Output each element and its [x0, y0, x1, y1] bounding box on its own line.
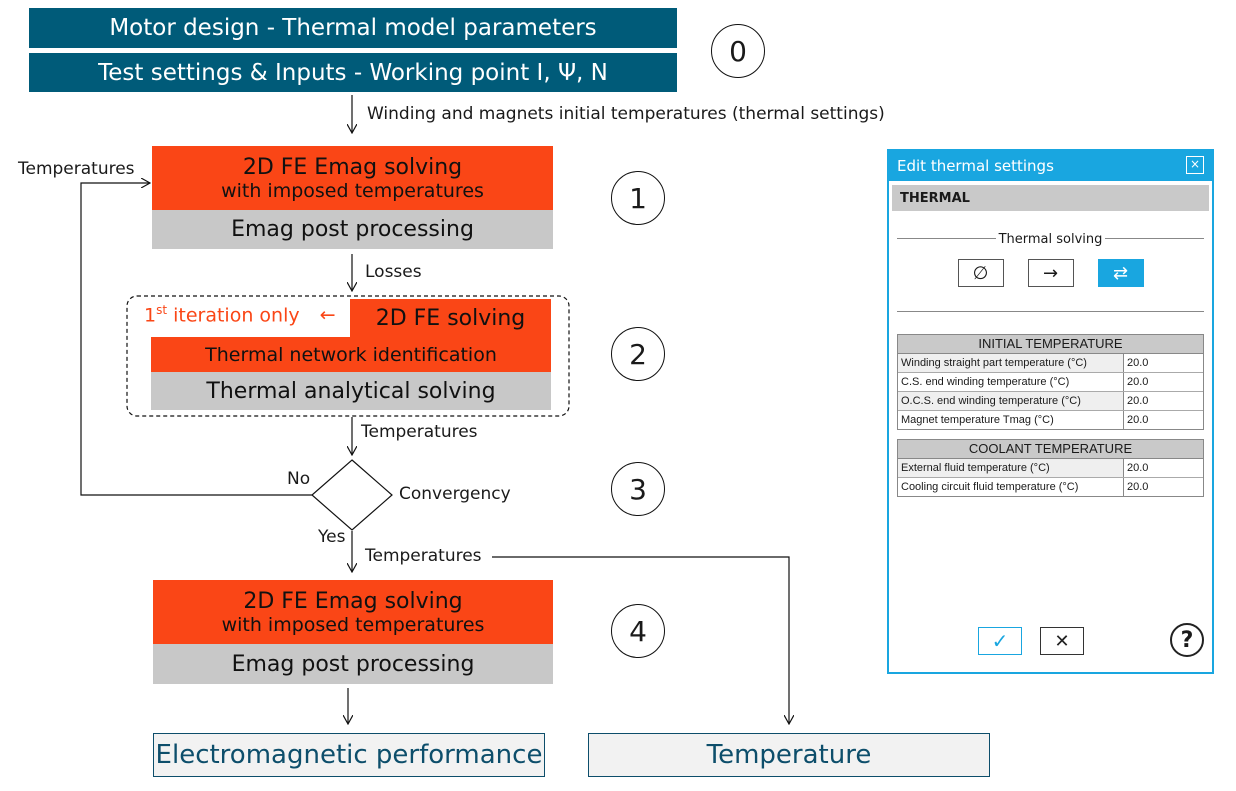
step-2-marker: 2 [611, 327, 665, 381]
table-row: Magnet temperature Tmag (°C)20.0 [898, 411, 1203, 429]
init-temperatures-label: Winding and magnets initial temperatures… [367, 104, 885, 124]
initial-temperature-rows: Winding straight part temperature (°C)20… [898, 354, 1203, 429]
help-icon: ? [1180, 627, 1194, 653]
losses-label: Losses [365, 262, 422, 282]
step-4-number: 4 [629, 614, 647, 648]
row-label: O.C.S. end winding temperature (°C) [898, 392, 1124, 410]
step1-emag-solving-box: 2D FE Emag solving with imposed temperat… [152, 146, 553, 210]
step-0-number: 0 [729, 34, 747, 68]
table-row: External fluid temperature (°C)20.0 [898, 459, 1203, 478]
loop-temperatures-label: Temperatures [18, 159, 135, 179]
step-1-number: 1 [629, 181, 647, 215]
none-icon: ∅ [972, 262, 989, 284]
help-button[interactable]: ? [1170, 623, 1204, 657]
thermal-section-label: THERMAL [900, 190, 970, 206]
edit-thermal-settings-dialog: Edit thermal settings × THERMAL Thermal … [887, 149, 1214, 674]
check-icon: ✓ [991, 629, 1009, 653]
arrow-to-temperature [492, 556, 789, 724]
initial-temperature-header: INITIAL TEMPERATURE [898, 335, 1203, 354]
model-parameters-title: Motor design - Thermal model parameters [109, 15, 597, 41]
table-row: Cooling circuit fluid temperature (°C)20… [898, 478, 1203, 496]
first-iteration-sup: st [156, 303, 168, 317]
mode-none-button[interactable]: ∅ [957, 259, 1004, 287]
step1-solve-line2: with imposed temperatures [221, 179, 484, 202]
decision-diamond [311, 459, 393, 531]
arrow-loop [80, 183, 312, 496]
row-label: C.S. end winding temperature (°C) [898, 373, 1124, 391]
one-way-arrow-icon: → [1042, 262, 1059, 284]
coolant-temperature-table: COOLANT TEMPERATURE External fluid tempe… [897, 439, 1204, 497]
two-way-arrow-icon: ⇄ [1112, 262, 1129, 284]
close-x-icon: ✕ [1054, 630, 1070, 652]
first-iteration-note: 1st iteration only ← [144, 303, 336, 326]
cancel-button[interactable]: ✕ [1040, 627, 1084, 655]
thermal-analytical-label: Thermal analytical solving [206, 378, 496, 404]
temperatures-label-3: Temperatures [365, 546, 482, 566]
decision-yes-label: Yes [318, 527, 346, 547]
row-value-input[interactable]: 20.0 [1124, 354, 1203, 372]
row-label: External fluid temperature (°C) [898, 459, 1124, 477]
test-settings-bar: Test settings & Inputs - Working point I… [29, 53, 677, 92]
output-temp-label: Temperature [706, 740, 872, 770]
step2-dashed-frame [126, 295, 570, 417]
thermal-solving-label-wrap: Thermal solving [889, 228, 1212, 247]
step4-solve-line2: with imposed temperatures [221, 613, 485, 636]
thermal-mode-buttons: ∅ → ⇄ [889, 259, 1212, 287]
step4-emag-solving-box: 2D FE Emag solving with imposed temperat… [153, 580, 553, 644]
row-value-input[interactable]: 20.0 [1124, 373, 1203, 391]
dialog-title: Edit thermal settings [897, 157, 1054, 175]
step-4-marker: 4 [611, 604, 665, 658]
row-label: Winding straight part temperature (°C) [898, 354, 1124, 372]
step-1-marker: 1 [611, 171, 665, 225]
convergency-label: Convergency [399, 484, 511, 504]
coolant-temperature-header: COOLANT TEMPERATURE [898, 440, 1203, 459]
output-electromagnetic-performance: Electromagnetic performance [153, 733, 545, 777]
mode-two-way-button[interactable]: ⇄ [1097, 259, 1144, 287]
thermal-solving-group: Thermal solving [889, 227, 1212, 257]
thermal-solving-label: Thermal solving [995, 232, 1106, 247]
table-row: Winding straight part temperature (°C)20… [898, 354, 1203, 373]
table-row: C.S. end winding temperature (°C)20.0 [898, 373, 1203, 392]
fe-solving-label: 2D FE solving [375, 305, 526, 331]
thermal-identification-box: Thermal network identification [151, 337, 551, 372]
row-value-input[interactable]: 20.0 [1124, 392, 1203, 410]
decision-no-label: No [287, 469, 311, 489]
row-label: Cooling circuit fluid temperature (°C) [898, 478, 1124, 496]
coolant-temperature-rows: External fluid temperature (°C)20.0 Cool… [898, 459, 1203, 496]
step-2-number: 2 [629, 337, 647, 371]
row-value-input[interactable]: 20.0 [1124, 411, 1203, 429]
mode-one-way-button[interactable]: → [1027, 259, 1074, 287]
row-value-input[interactable]: 20.0 [1124, 478, 1203, 496]
test-settings-title: Test settings & Inputs - Working point I… [98, 59, 608, 86]
step-3-number: 3 [629, 472, 647, 506]
step4-solve-line1: 2D FE Emag solving [243, 588, 463, 614]
thermal-identification-label: Thermal network identification [205, 343, 497, 366]
fe-solving-box: 2D FE solving [350, 299, 551, 337]
step4-post-processing-box: Emag post processing [153, 644, 553, 684]
first-iteration-base: 1 [144, 304, 157, 327]
step1-post-label: Emag post processing [231, 217, 474, 242]
output-emag-label: Electromagnetic performance [155, 740, 543, 770]
dialog-title-bar: Edit thermal settings × [889, 151, 1212, 181]
initial-temperature-table: INITIAL TEMPERATURE Winding straight par… [897, 334, 1204, 430]
close-icon[interactable]: × [1186, 156, 1204, 174]
row-value-input[interactable]: 20.0 [1124, 459, 1203, 477]
left-arrow-icon: ← [319, 304, 336, 327]
table-row: O.C.S. end winding temperature (°C)20.0 [898, 392, 1203, 411]
step-0-marker: 0 [711, 24, 765, 78]
step1-solve-line1: 2D FE Emag solving [242, 154, 463, 180]
step-3-marker: 3 [611, 462, 665, 516]
thermal-section-header: THERMAL [892, 185, 1209, 211]
step4-post-label: Emag post processing [231, 651, 475, 677]
model-parameters-bar: Motor design - Thermal model parameters [29, 8, 677, 48]
step1-post-processing-box: Emag post processing [152, 210, 553, 249]
temperatures-label-2: Temperatures [361, 422, 478, 442]
row-label: Magnet temperature Tmag (°C) [898, 411, 1124, 429]
thermal-analytical-box: Thermal analytical solving [151, 372, 551, 410]
output-temperature: Temperature [588, 733, 990, 777]
ok-button[interactable]: ✓ [978, 627, 1022, 655]
first-iteration-rest: iteration only [167, 304, 300, 327]
dialog-divider [897, 311, 1204, 312]
